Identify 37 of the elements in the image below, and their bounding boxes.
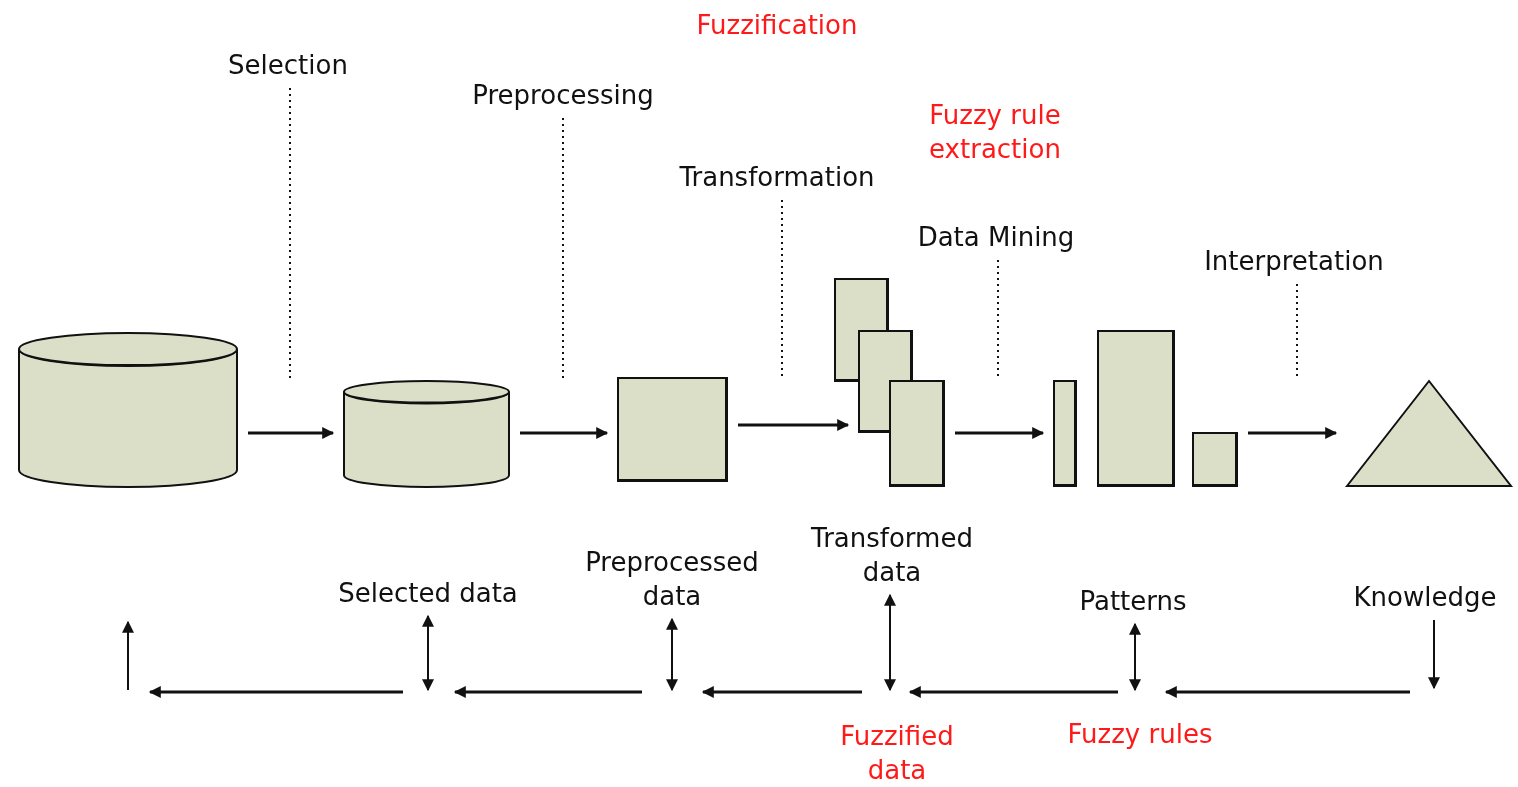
arrow	[422, 614, 434, 692]
data-box	[617, 377, 728, 482]
leader-line	[997, 259, 999, 377]
fuzzy-annotation: Fuzzification	[695, 9, 859, 42]
step-label: Preprocessing	[433, 78, 693, 112]
data-box	[889, 380, 945, 487]
arrow	[1248, 427, 1338, 439]
pattern-bar	[1097, 330, 1175, 487]
leader-line	[781, 199, 783, 379]
data-label: Patterns	[1053, 584, 1213, 618]
arrow	[738, 419, 850, 431]
fuzzy-annotation: Fuzzy rules	[1066, 718, 1214, 751]
fuzzy-annotation: Fuzzy rule extraction	[928, 99, 1062, 166]
step-label: Data Mining	[886, 220, 1106, 254]
step-label: Transformation	[647, 160, 907, 194]
pattern-bar	[1192, 432, 1238, 487]
arrow	[248, 427, 335, 439]
arrow	[1428, 619, 1440, 690]
database-cylinder	[343, 380, 510, 487]
step-label: Selection	[188, 48, 388, 82]
leader-line	[562, 117, 564, 379]
arrow	[955, 427, 1045, 439]
data-label: Knowledge	[1335, 580, 1515, 614]
pattern-bar	[1053, 380, 1077, 487]
data-label: Preprocessed data	[557, 545, 787, 613]
arrow	[520, 427, 609, 439]
knowledge-triangle	[1346, 380, 1512, 487]
arrow	[666, 617, 678, 692]
data-label: Transformed data	[787, 521, 997, 589]
arrow	[884, 593, 896, 692]
fuzzy-annotation: Fuzzified data	[839, 720, 955, 787]
database-cylinder	[18, 332, 238, 487]
step-label: Interpretation	[1174, 244, 1414, 278]
data-label: Selected data	[308, 576, 548, 610]
arrow	[1129, 622, 1141, 692]
leader-line	[1296, 283, 1298, 377]
leader-line	[289, 87, 291, 379]
